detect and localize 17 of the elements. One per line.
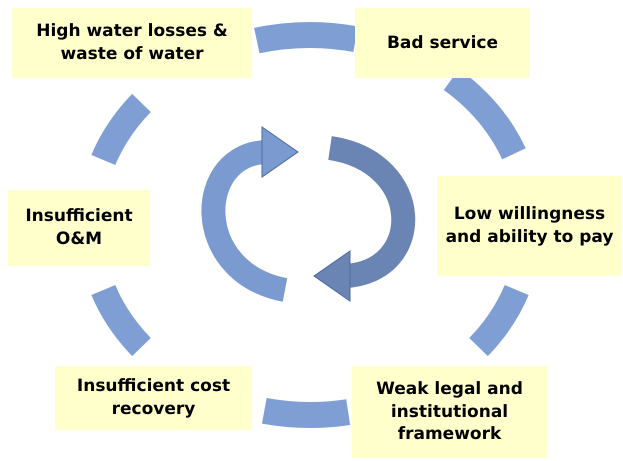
box-text: High water losses & waste of water [35, 20, 229, 66]
ring-segment [92, 94, 152, 166]
ring-segment [254, 22, 358, 54]
problem-box [55, 366, 252, 430]
problem-box [8, 190, 150, 266]
box-text: Bad service [386, 32, 498, 54]
ring-segment [92, 284, 152, 356]
box-text: Low willingness and ability to pay [445, 203, 614, 249]
problem-box [355, 8, 530, 78]
problem-box [352, 366, 547, 458]
ring-segment [468, 284, 528, 356]
problem-box [437, 176, 622, 276]
ring-segment [262, 398, 350, 428]
problem-box [12, 8, 252, 78]
box-text: Insufficient cost recovery [76, 375, 232, 421]
box-text: Insufficient O&M [24, 205, 134, 251]
box-text: Weak legal and institutional framework [375, 378, 524, 446]
